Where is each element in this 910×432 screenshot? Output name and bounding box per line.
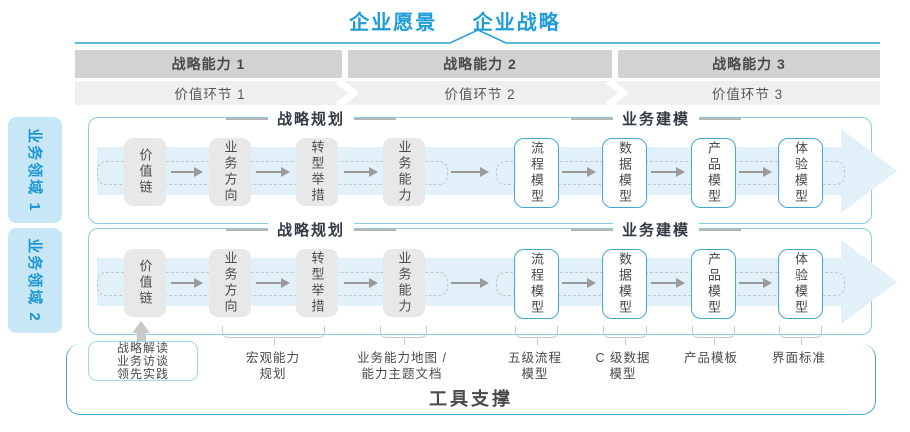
business-domain-2: 业务领域 2 — [8, 228, 62, 333]
box-value-chain: 价值链 — [124, 138, 166, 206]
dashed-track-modeling — [496, 272, 845, 296]
tool-support-container: 工具支撑 — [66, 344, 876, 415]
caret-connector-line — [75, 29, 880, 44]
box-data-model: 数据模型 — [602, 249, 647, 319]
planning-header-label: 战略规划 — [267, 108, 354, 129]
label-product-template: 产品模板 — [683, 351, 738, 365]
header-line — [354, 228, 396, 231]
source-line-3: 领先实践 — [116, 366, 169, 381]
business-domain-1: 业务领域 1 — [8, 117, 62, 223]
chevron-right-icon — [605, 81, 628, 105]
box-process-model: 流程模型 — [514, 249, 559, 319]
header-line — [699, 228, 741, 231]
modeling-header-label: 业务建模 — [612, 219, 699, 240]
dashed-track-planning — [97, 272, 448, 296]
box-product-model: 产品模型 — [691, 249, 736, 319]
planning-header-label: 战略规划 — [267, 219, 354, 240]
domain-2-panel: 战略规划 业务建模 价值链 业务方向 转型举措 业务能力 流程模型 数据模型 产… — [88, 219, 897, 335]
dashed-track-planning — [97, 161, 448, 185]
modeling-section-header: 业务建模 — [556, 108, 756, 129]
arrow-right-icon — [451, 278, 489, 288]
box-transformation-initiatives: 转型举措 — [296, 249, 338, 317]
domain-1-panel: 战略规划 业务建模 价值链 业务方向 转型举措 业务能力 流程模型 数据模型 产… — [88, 108, 897, 224]
arrow-right-icon — [451, 167, 489, 177]
arrow-right-icon — [171, 167, 203, 177]
strategy-title: 企业战略 — [472, 12, 561, 34]
box-process-model: 流程模型 — [514, 138, 559, 208]
box-value-chain: 价值链 — [124, 249, 166, 317]
chevron-right-icon — [335, 81, 358, 105]
header-line — [354, 117, 396, 120]
header-line — [570, 228, 613, 231]
source-line-2: 业务访谈 — [116, 353, 169, 368]
box-business-direction: 业务方向 — [209, 138, 251, 206]
modeling-header-label: 业务建模 — [612, 108, 699, 129]
planning-section-header: 战略规划 — [211, 219, 411, 240]
bracket-connector — [779, 326, 822, 345]
bracket-connector — [692, 326, 735, 345]
box-experience-model: 体验模型 — [778, 249, 823, 319]
arrow-right-icon — [651, 167, 685, 177]
box-business-direction: 业务方向 — [209, 249, 251, 317]
header-line — [225, 117, 268, 120]
arrow-right-icon — [651, 278, 685, 288]
capability-band-1: 战略能力 1 — [75, 50, 342, 78]
header-line — [699, 117, 741, 120]
box-business-capability: 业务能力 — [383, 249, 425, 317]
flow-arrow-head — [841, 240, 897, 324]
tool-support-label: 工具支撑 — [429, 389, 513, 409]
label-five-level-process-model: 五级流程 模型 — [507, 351, 562, 381]
box-transformation-initiatives: 转型举措 — [296, 138, 338, 206]
bracket-connector — [222, 326, 325, 345]
value-link-2-label: 价值环节 2 — [444, 87, 516, 102]
box-business-capability: 业务能力 — [383, 138, 425, 206]
capability-band-3-label: 战略能力 3 — [712, 56, 786, 72]
value-link-3-label: 价值环节 3 — [711, 87, 784, 102]
label-macro-capability-planning: 宏观能力 规划 — [245, 351, 300, 381]
bracket-connector — [603, 326, 647, 345]
arrow-right-icon — [562, 167, 596, 177]
strategy-input-box: 战略解读 业务访谈 领先实践 — [88, 341, 198, 381]
box-experience-model: 体验模型 — [778, 138, 823, 208]
label-c-level-data-model: C 级数据 模型 — [595, 351, 651, 381]
box-product-model: 产品模型 — [691, 138, 736, 208]
arrow-right-icon — [344, 167, 378, 177]
capability-band-2: 战略能力 2 — [348, 50, 612, 78]
source-line-1: 战略解读 — [116, 340, 169, 355]
value-link-1-label: 价值环节 1 — [174, 87, 246, 102]
business-domain-1-label: 业务领域 1 — [25, 127, 43, 213]
vision-title: 企业愿景 — [349, 12, 438, 34]
arrow-right-icon — [256, 278, 290, 288]
diagram-title: 企业愿景 企业战略 — [0, 6, 910, 35]
arrow-right-icon — [562, 278, 596, 288]
arrow-up-shaft — [137, 333, 146, 343]
label-capability-map-docs: 业务能力地图 / 能力主题文档 — [357, 351, 447, 381]
arrow-right-icon — [171, 278, 203, 288]
planning-section-header: 战略规划 — [211, 108, 411, 129]
dashed-track-modeling — [496, 161, 845, 185]
arrow-right-icon — [256, 167, 290, 177]
business-domain-2-label: 业务领域 2 — [25, 238, 43, 323]
header-line — [570, 117, 613, 120]
box-data-model: 数据模型 — [602, 138, 647, 208]
arrow-right-icon — [344, 278, 378, 288]
bracket-connector — [515, 326, 558, 345]
capability-band-2-label: 战略能力 2 — [443, 56, 517, 72]
header-line — [225, 228, 268, 231]
label-interface-standard: 界面标准 — [771, 351, 826, 365]
capability-band-1-label: 战略能力 1 — [171, 56, 246, 72]
arrow-up-icon — [132, 321, 150, 333]
arrow-right-icon — [739, 278, 772, 288]
value-link-band: 价值环节 1 价值环节 2 价值环节 3 — [75, 81, 880, 105]
arrow-right-icon — [739, 167, 772, 177]
flow-arrow-head — [841, 129, 897, 213]
capability-band-3: 战略能力 3 — [618, 50, 880, 78]
bracket-connector — [380, 326, 427, 345]
modeling-section-header: 业务建模 — [556, 219, 756, 240]
